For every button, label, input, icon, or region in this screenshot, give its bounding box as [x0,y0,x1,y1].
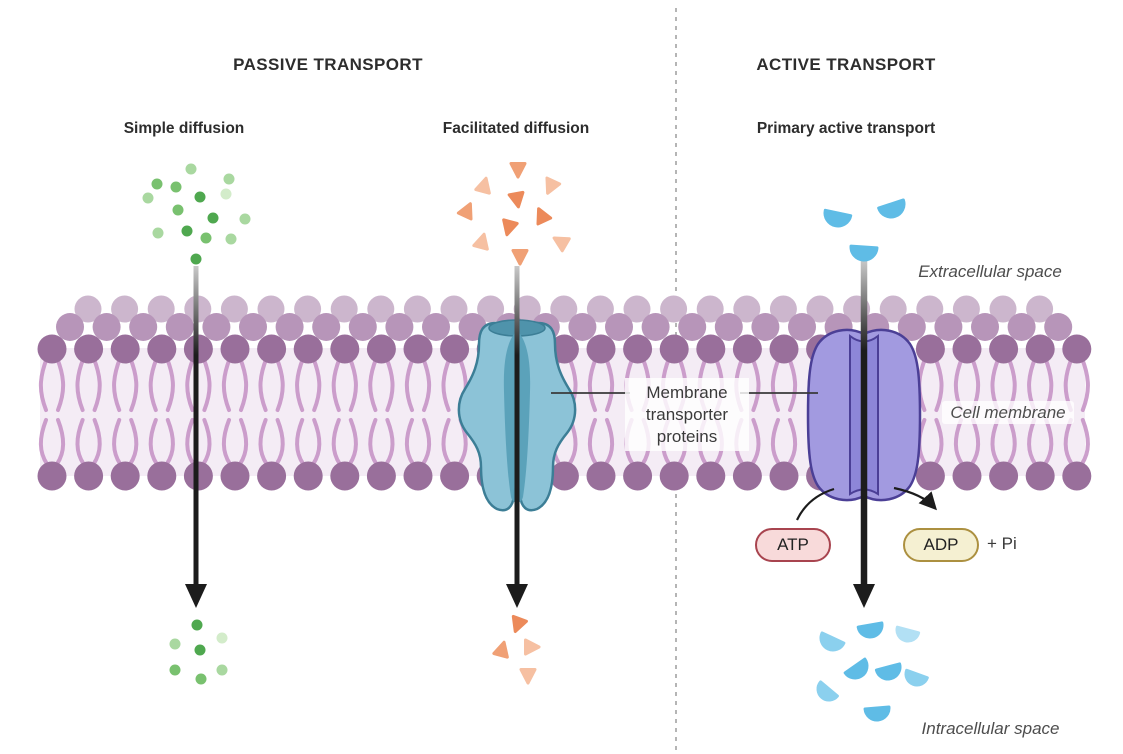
green-molecules-intracellular [169,619,228,685]
green-molecules-extracellular [142,163,251,265]
simple-diffusion-arrow [185,266,207,608]
primary-active-transport-label: Primary active transport [756,120,936,137]
intracellular-space-label: Intracellular space [921,719,1060,738]
blue-molecules-extracellular [823,198,906,262]
orange-molecules-extracellular [456,162,571,266]
blue-molecules-intracellular [816,621,929,722]
atp-badge: ATP [755,528,831,562]
adp-badge: ADP [903,528,979,562]
atp-to-pump-arrow [796,487,835,521]
facilitated-diffusion-arrow [506,266,528,608]
extracellular-space-label: Extracellular space [918,262,1062,281]
orange-molecules-intracellular [492,614,541,685]
cell-membrane-label: Cell membrane [938,401,1078,424]
pump-to-adp-arrow [893,486,937,511]
active-transport-arrow [853,260,875,608]
passive-transport-title: PASSIVE TRANSPORT [233,55,423,74]
membrane-transporter-proteins-label: Membrane transporter proteins [625,378,749,452]
simple-diffusion-label: Simple diffusion [123,120,245,137]
pi-label: + Pi [987,534,1017,553]
active-transport-title: ACTIVE TRANSPORT [756,55,936,74]
facilitated-diffusion-label: Facilitated diffusion [442,120,590,137]
